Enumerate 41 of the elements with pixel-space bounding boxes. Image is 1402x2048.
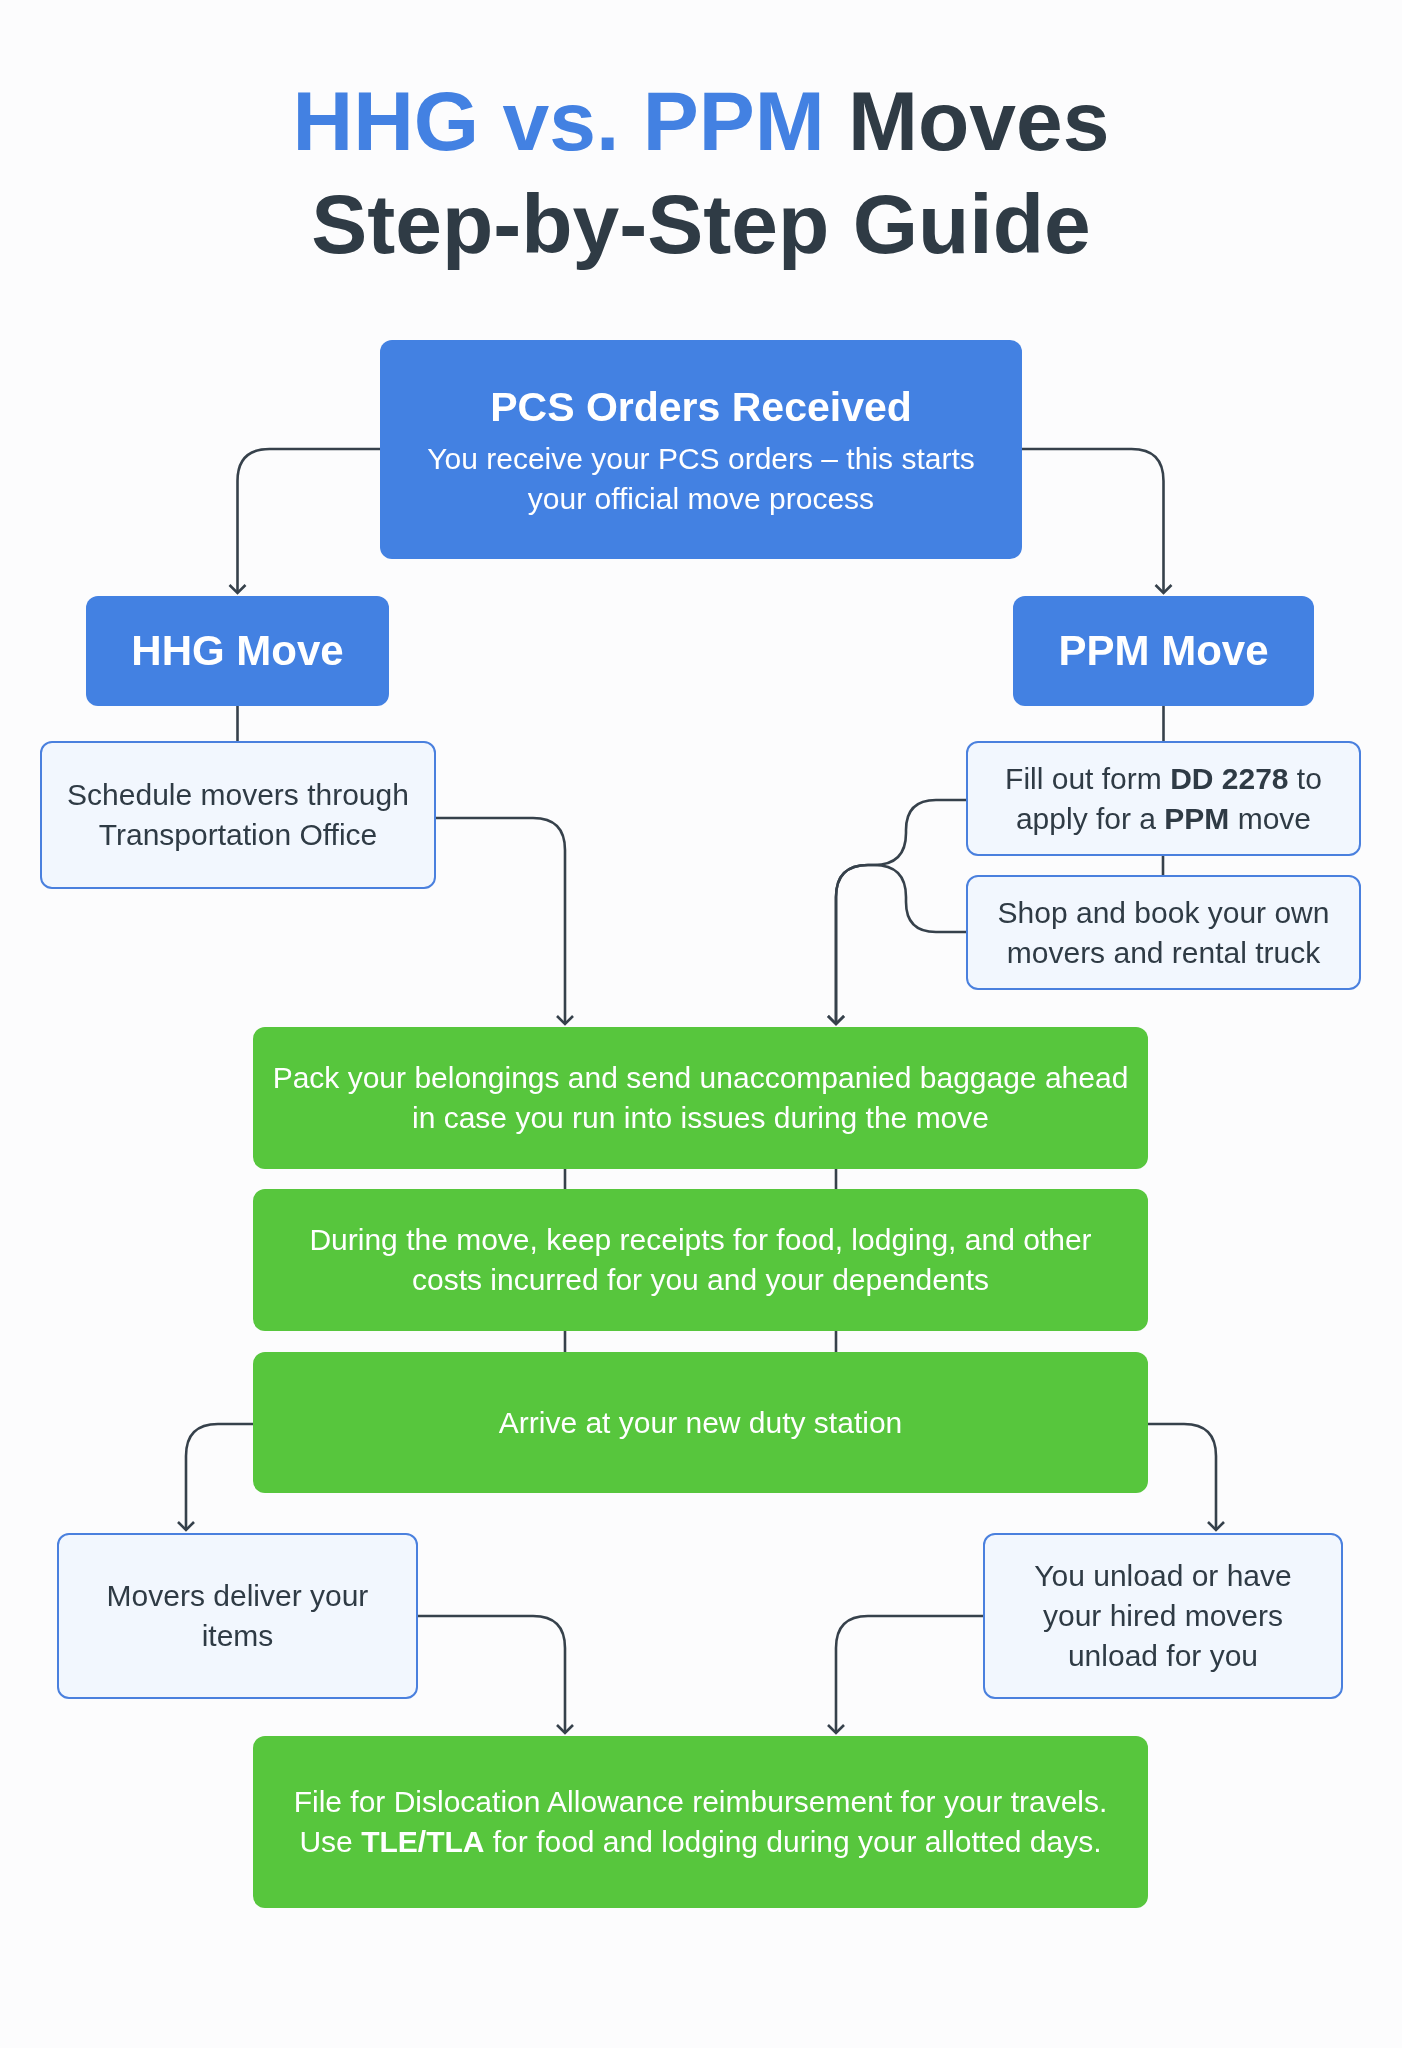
step-box [86,596,389,706]
step-box [40,741,436,889]
step-box [966,875,1361,990]
step-text: Movers deliver your items [105,1578,370,1654]
step-text: During the move, keep receipts for food, lodging, and other costs incurred for you and your dependents [308,1222,1093,1298]
step-box [966,741,1361,856]
step-text: Shop and book your own movers and rental truck [996,894,1331,971]
arrow [418,1614,575,1735]
connector-line [563,1169,567,1189]
step-box [253,1189,1148,1331]
connector-line [236,706,239,741]
step-text: File for Dislocation Allowance reimbursement for your travels. Use TLE/TLA for food and lodging during your allotted days. [292,1784,1109,1860]
step-box [1013,596,1314,706]
step-text: Fill out form DD 2278 to apply for a PPM move [1004,760,1323,837]
step-box [57,1533,418,1699]
step-box [380,340,1022,559]
step-heading: HHG Move [131,627,344,675]
step-text: Arrive at your new duty station [498,1404,903,1441]
arrow [826,1614,983,1735]
arrow [228,447,380,595]
arrow [176,1422,253,1532]
connector-line [834,1331,838,1352]
arrow [1022,447,1173,595]
step-box [253,1352,1148,1493]
step-text: Pack your belongings and send unaccompanied baggage ahead in case you run into issues during the move [271,1060,1130,1136]
step-box [253,1736,1148,1908]
connector-line [834,1169,838,1189]
step-heading: PCS Orders Received [490,382,912,432]
arrow [826,863,966,1026]
connector-line [1161,856,1165,875]
title: HHG vs. PPM Moves Step-by-Step Guide [291,73,1111,273]
step-box [253,1027,1148,1169]
step-text: Schedule movers through Transportation Office [66,777,410,853]
step-heading: PPM Move [1058,627,1269,675]
connector-line [1162,706,1165,741]
step-box [983,1533,1343,1699]
connector-line [563,1331,567,1352]
step-text: You unload or have your hired movers unload for you [1033,1558,1293,1674]
arrow [436,816,575,1026]
arrow [1148,1422,1226,1532]
step-text: You receive your PCS orders – this starts your official move process [426,440,976,517]
